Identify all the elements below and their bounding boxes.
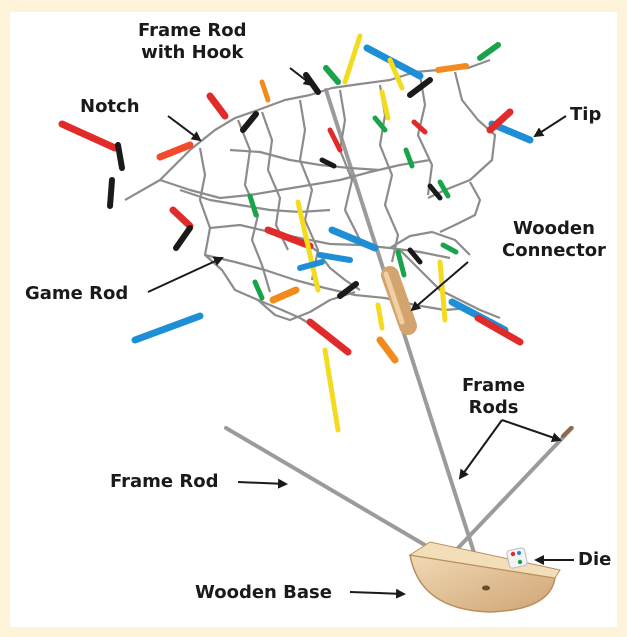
label-game-rod: Game Rod	[25, 283, 128, 305]
callout-arrows	[148, 68, 574, 594]
label-frame-rod-with-hook: Frame Rod with Hook	[138, 20, 247, 64]
arrow-frame-rod	[238, 482, 286, 484]
arrow-frame-rods-2	[502, 420, 560, 440]
arrow-wooden-base	[350, 592, 404, 594]
label-frame-rod: Frame Rod	[110, 471, 219, 493]
label-notch: Notch	[80, 96, 140, 118]
label-tip: Tip	[570, 104, 601, 126]
arrow-frame-rods-1	[460, 420, 502, 478]
label-frame-rods: Frame Rods	[462, 375, 525, 419]
label-wooden-base: Wooden Base	[195, 582, 332, 604]
arrow-notch	[168, 116, 200, 140]
arrow-tip	[535, 116, 566, 136]
wooden-connector	[386, 274, 408, 326]
wooden-base	[410, 542, 560, 612]
label-wooden-connector: Wooden Connector	[502, 218, 606, 262]
die	[506, 547, 527, 568]
label-die: Die	[578, 549, 611, 571]
frame-rod-left	[226, 428, 430, 548]
arrow-game-rod	[148, 258, 222, 292]
frame-rod-right	[458, 428, 572, 548]
diagram-canvas: Frame Rod with Hook Notch Tip Wooden Con…	[10, 12, 617, 627]
